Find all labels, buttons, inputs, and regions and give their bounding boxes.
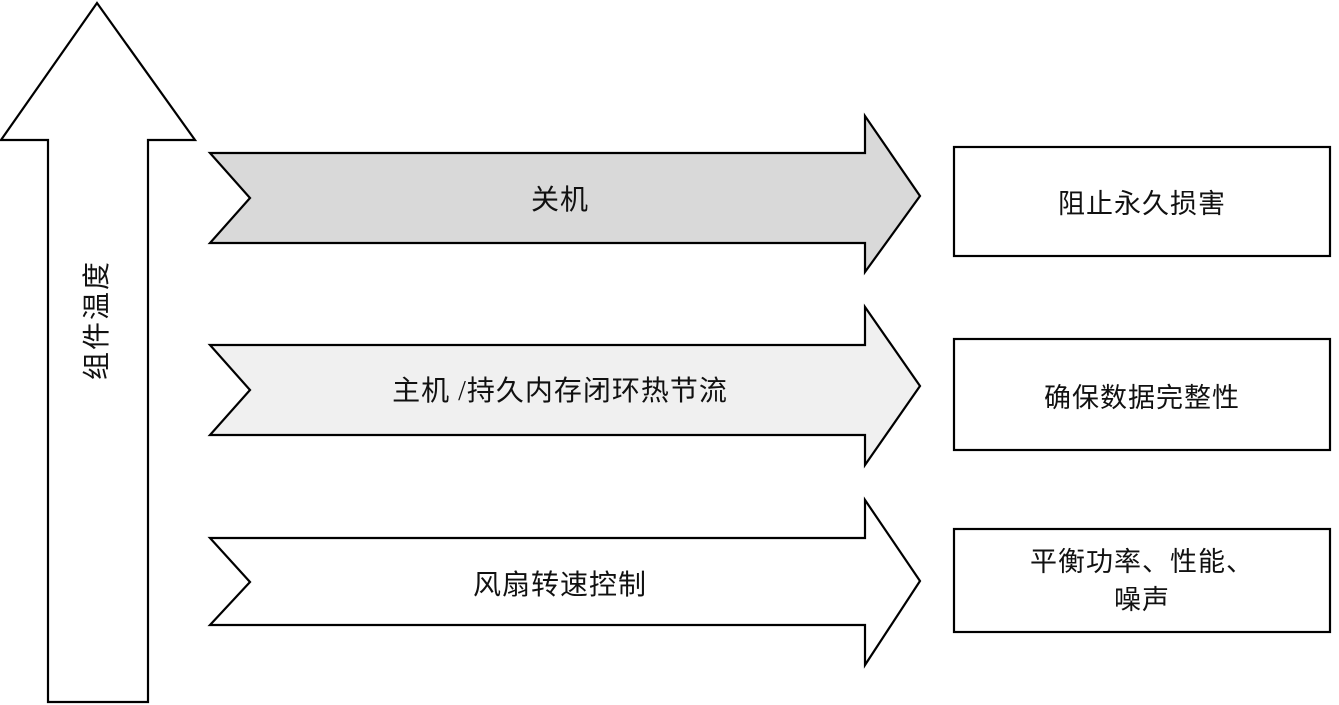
outcome-label-prevent-permanent-damage: 阻止永久损害: [1058, 189, 1226, 219]
flow-arrow-thermal-throttling[interactable]: [207, 303, 922, 469]
outcome-label-line-1: 平衡功率、性能、: [1030, 547, 1254, 577]
flow-arrow-fan-speed-control[interactable]: [207, 496, 922, 669]
flow-arrow-label-thermal-throttling: 主机 /持久内存闭环热节流: [392, 376, 728, 407]
component-temperature-axis-label: 组件温度: [82, 260, 113, 381]
outcome-label-balance-power-performance-noise: 平衡功率、性能、 噪声: [955, 543, 1329, 620]
outcome-box-balance-power-performance-noise[interactable]: [952, 527, 1332, 634]
component-temperature-up-arrow-icon: [0, 1, 198, 704]
flow-arrow-label-fan-speed-control: 风扇转速控制: [472, 570, 647, 601]
outcome-label-ensure-data-integrity: 确保数据完整性: [1044, 383, 1240, 413]
outcome-label-line-2: 噪声: [1114, 585, 1170, 616]
outcome-box-ensure-data-integrity[interactable]: [952, 337, 1332, 452]
flow-arrow-shutdown[interactable]: [207, 112, 922, 276]
flow-arrow-label-shutdown: 关机: [530, 185, 589, 216]
outcome-box-prevent-permanent-damage[interactable]: [952, 145, 1332, 258]
